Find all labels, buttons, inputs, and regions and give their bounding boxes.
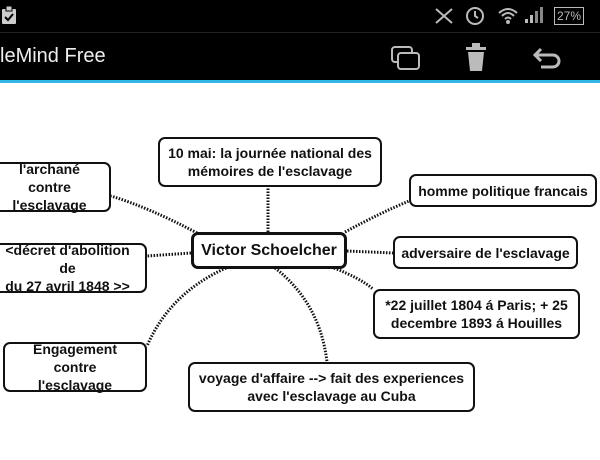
bluetooth-off-icon xyxy=(435,8,453,24)
app-title: leMind Free xyxy=(0,45,106,67)
clipboard-check-icon xyxy=(2,5,16,24)
alarm-icon xyxy=(466,7,484,25)
node[interactable]: voyage d'affaire --> fait des experience… xyxy=(188,362,475,412)
connector xyxy=(146,251,192,258)
node[interactable]: <décret d'abolition de du 27 avril 1848 … xyxy=(0,242,147,294)
connector xyxy=(145,266,227,347)
node[interactable]: l'archané contre l'esclavage xyxy=(0,161,111,213)
status-bar: 27% xyxy=(0,0,600,33)
connector xyxy=(344,199,410,234)
connector-lines xyxy=(110,187,410,363)
connector xyxy=(333,266,374,291)
connector xyxy=(346,249,394,255)
node[interactable]: *22 juillet 1804 á Paris; + 25 decembre … xyxy=(373,289,580,339)
undo-icon[interactable] xyxy=(533,45,563,71)
node[interactable]: Engagement contre l'esclavage xyxy=(3,341,147,393)
connector xyxy=(110,194,198,235)
connector xyxy=(274,266,329,363)
wifi-icon xyxy=(498,8,518,24)
mindmap-canvas[interactable]: Victor Schoelcher 10 mai: la journée nat… xyxy=(0,83,600,460)
copy-icon[interactable] xyxy=(390,45,422,71)
signal-icon xyxy=(525,7,543,23)
trash-icon[interactable] xyxy=(465,43,487,73)
node[interactable]: homme politique francais xyxy=(409,174,597,207)
battery-indicator: 27% xyxy=(554,7,585,25)
action-bar: leMind Free xyxy=(0,33,600,83)
central-node[interactable]: Victor Schoelcher xyxy=(191,232,347,269)
node[interactable]: adversaire de l'esclavage xyxy=(393,236,578,269)
node[interactable]: 10 mai: la journée national des mémoires… xyxy=(158,137,382,187)
